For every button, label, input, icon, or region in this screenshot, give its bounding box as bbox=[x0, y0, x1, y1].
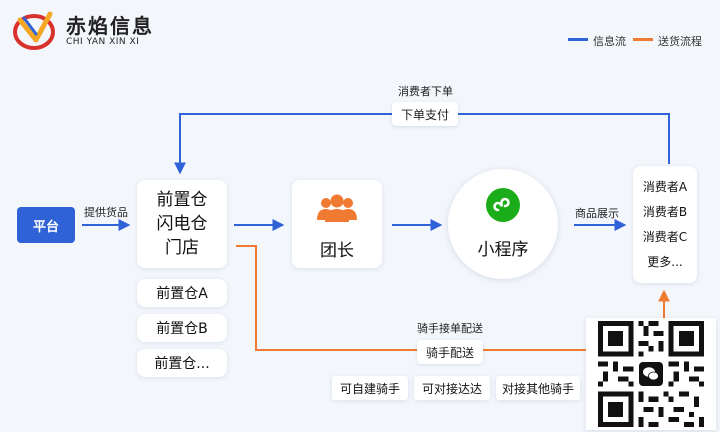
legend-info-swatch bbox=[568, 38, 588, 41]
consumer-order-chip-label: 下单支付 bbox=[400, 107, 449, 122]
miniprogram-label: 小程序 bbox=[477, 240, 529, 260]
warehouse-item-label: 前置仓... bbox=[154, 356, 210, 372]
rider-option-label: 可对接达达 bbox=[421, 381, 482, 396]
legend-delivery-swatch bbox=[633, 38, 653, 41]
consumer-order-chip: 下单支付 bbox=[392, 102, 458, 126]
rider-chip-label: 骑手配送 bbox=[425, 345, 474, 360]
platform-label: 平台 bbox=[32, 219, 59, 235]
warehouse-item-a[interactable]: 前置仓A bbox=[137, 279, 227, 307]
consumer-c: 消费者C bbox=[642, 229, 688, 244]
wechat-icon bbox=[639, 362, 663, 386]
consumer-a: 消费者A bbox=[642, 179, 688, 194]
warehouse-item-label: 前置仓B bbox=[156, 321, 208, 337]
qr-code[interactable] bbox=[586, 318, 716, 430]
consumer-more: 更多... bbox=[647, 254, 683, 269]
rider-option-dada[interactable]: 可对接达达 bbox=[414, 376, 490, 400]
leader-node[interactable]: 团长 bbox=[292, 180, 382, 268]
warehouse-line-front: 前置仓 bbox=[156, 190, 208, 210]
legend: 信息流 送货流程 bbox=[568, 33, 718, 49]
legend-delivery-label: 送货流程 bbox=[658, 35, 702, 48]
consumer-b: 消费者B bbox=[642, 204, 688, 219]
consumer-order-title: 消费者下单 bbox=[398, 85, 453, 98]
rider-option-other[interactable]: 对接其他骑手 bbox=[496, 376, 580, 400]
product-display-label: 商品展示 bbox=[575, 207, 619, 220]
rider-chip: 骑手配送 bbox=[417, 340, 483, 364]
leader-label: 团长 bbox=[320, 241, 354, 261]
rider-option-self[interactable]: 可自建骑手 bbox=[332, 376, 408, 400]
logo-icon bbox=[13, 11, 55, 50]
miniprogram-icon bbox=[486, 188, 520, 222]
consumers-node[interactable]: 消费者A 消费者B 消费者C 更多... bbox=[633, 166, 697, 283]
rider-option-label: 可自建骑手 bbox=[339, 381, 400, 396]
legend-info-label: 信息流 bbox=[593, 35, 626, 48]
provide-goods-label: 提供货品 bbox=[84, 206, 128, 219]
warehouse-item-label: 前置仓A bbox=[156, 286, 208, 302]
warehouse-node[interactable]: 前置仓 闪电仓 门店 bbox=[137, 180, 227, 268]
warehouse-line-store: 门店 bbox=[165, 238, 199, 258]
logo-subtitle: CHI YAN XIN XI bbox=[66, 37, 140, 47]
rider-title: 骑手接单配送 bbox=[417, 322, 483, 335]
logo-name: 赤焰信息 bbox=[66, 14, 154, 38]
logo: 赤焰信息 CHI YAN XIN XI bbox=[12, 8, 182, 52]
warehouse-item-more[interactable]: 前置仓... bbox=[137, 349, 227, 377]
warehouse-item-b[interactable]: 前置仓B bbox=[137, 314, 227, 342]
platform-node[interactable]: 平台 bbox=[17, 207, 75, 243]
qr-code-pattern bbox=[598, 321, 704, 427]
warehouse-line-flash: 闪电仓 bbox=[156, 214, 208, 234]
rider-option-label: 对接其他骑手 bbox=[501, 381, 574, 396]
miniprogram-node[interactable]: 小程序 bbox=[448, 169, 558, 279]
group-users-icon bbox=[317, 194, 357, 222]
